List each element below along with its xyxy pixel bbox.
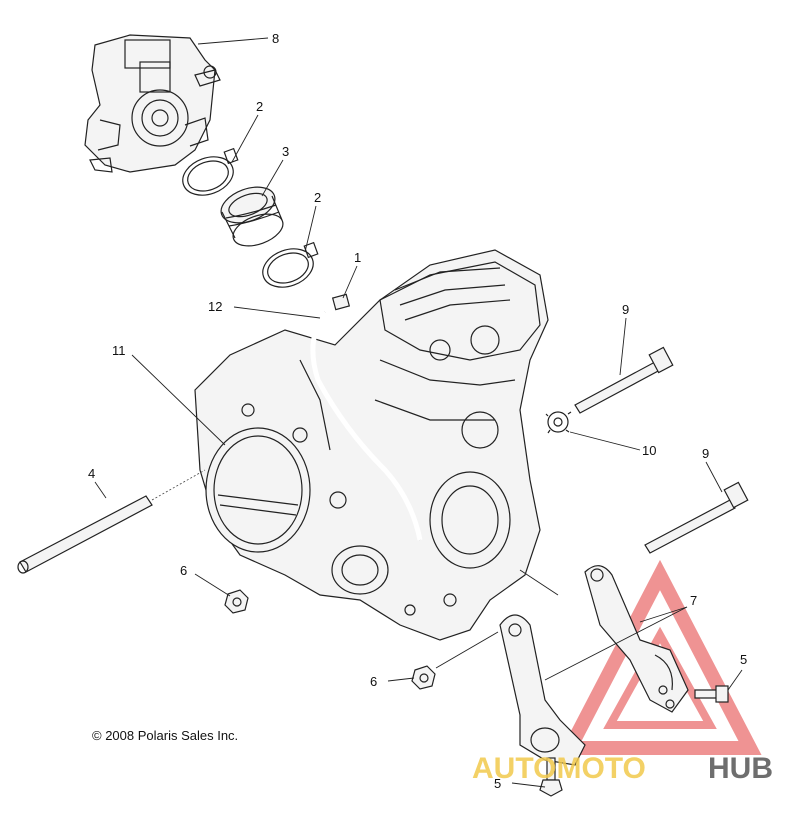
bolt-upper-part [574,346,674,414]
watermark-logo [558,559,762,755]
callout-5-right: 5 [740,652,747,667]
bolt-lower-part [644,481,749,554]
callout-1: 1 [354,250,361,265]
callout-2-lower: 2 [314,190,321,205]
callout-8: 8 [272,31,279,46]
callout-3: 3 [282,144,289,159]
callout-4: 4 [88,466,95,481]
callout-5-bottom: 5 [494,776,501,791]
bolt-short-bottom-part [539,757,563,797]
callout-10: 10 [642,443,656,458]
nut-left-part [224,589,249,614]
mount-bracket-left-part [499,614,586,766]
callout-6-left: 6 [180,563,187,578]
watermark-word-automoto: AUTOMOTO [472,752,646,785]
clamp-upper-part [182,147,239,196]
callout-9-upper: 9 [622,302,629,317]
callout-6-lower: 6 [370,674,377,689]
throttle-body-part [84,34,221,173]
engine-assembly-part [194,249,549,641]
intake-boot-part [220,186,284,247]
callout-7: 7 [690,593,697,608]
nut-lower-part [411,665,436,690]
breather-hose-part [310,310,423,541]
mount-pin-part [17,469,206,574]
callout-2-upper: 2 [256,99,263,114]
callout-12: 12 [208,299,222,314]
watermark-text: AUTOMOTO HUB [472,752,773,785]
washer-part [545,411,572,434]
mount-bracket-right-part [584,565,689,713]
cap-part [331,293,351,311]
callout-11: 11 [112,343,126,358]
copyright-notice: © 2008 Polaris Sales Inc. [92,728,238,743]
bolt-short-right-part [694,685,729,703]
callout-9-lower: 9 [702,446,709,461]
watermark-word-hub: HUB [708,752,773,785]
leader-lines [94,37,743,788]
clamp-lower-part [262,241,319,288]
